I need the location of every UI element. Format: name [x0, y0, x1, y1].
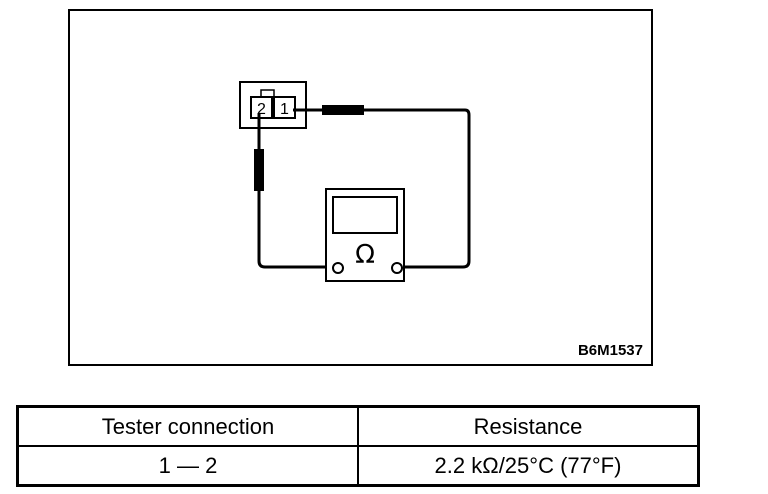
header-resistance: Resistance [357, 405, 700, 447]
table-header-row: Tester connection Resistance [16, 405, 700, 447]
figure-code: B6M1537 [577, 342, 643, 359]
tester-wiring-diagram: 2 1 Ω [239, 81, 471, 282]
terminal-1-box [273, 96, 296, 119]
probe-terminal-1 [322, 105, 364, 115]
probe-terminal-2 [254, 149, 264, 191]
ohmmeter-jack-left [332, 262, 344, 274]
terminal-2-box [250, 96, 273, 119]
ohmmeter: Ω [325, 188, 405, 282]
cell-resistance: 2.2 kΩ/25°C (77°F) [357, 445, 700, 487]
diagram-frame: 2 1 Ω B6M1537 [68, 9, 653, 366]
resistance-spec-table: Tester connection Resistance 1 — 2 2.2 k… [16, 405, 700, 487]
connector: 2 1 [239, 81, 307, 129]
ohmmeter-jack-right [391, 262, 403, 274]
cell-tester-connection: 1 — 2 [16, 445, 359, 487]
terminal-2-label: 2 [257, 101, 266, 118]
header-tester-connection: Tester connection [16, 405, 359, 447]
lead-wire-terminal-2 [257, 113, 333, 269]
table-row: 1 — 2 2.2 kΩ/25°C (77°F) [16, 445, 700, 487]
ohm-symbol: Ω [355, 240, 375, 270]
ohmmeter-display [332, 196, 398, 234]
lead-wire-terminal-1 [293, 108, 471, 269]
terminal-1-label: 1 [280, 101, 289, 118]
